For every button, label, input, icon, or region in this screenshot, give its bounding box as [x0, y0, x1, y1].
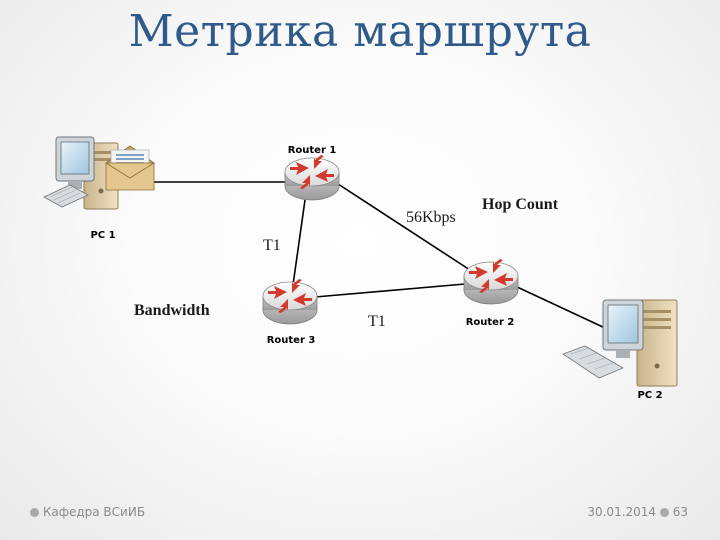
link-router1-router2 — [334, 181, 471, 271]
router1-node: Router 1 — [284, 145, 340, 201]
link-label-router3-router2: T1 — [368, 313, 386, 330]
network-links — [150, 181, 606, 329]
router-icon — [262, 278, 318, 325]
footer-date-page: 30.01.2014 63 — [587, 505, 688, 519]
hop-count-annotation: Hop Count — [482, 196, 559, 213]
router3-node: Router 3 — [262, 278, 318, 346]
bullet-icon — [30, 508, 39, 517]
bullet-icon — [659, 508, 669, 517]
link-router1-router3 — [292, 199, 306, 286]
footer-department-text: Кафедра ВСиИБ — [42, 505, 146, 519]
page-number: 63 — [672, 505, 688, 519]
computer-icon — [562, 299, 678, 387]
link-label-router1-router3: T1 — [263, 237, 281, 254]
pc1-label: PC 1 — [90, 230, 115, 241]
router-icon — [463, 258, 519, 305]
router2-label: Router 2 — [466, 317, 515, 328]
envelope-icon — [104, 145, 156, 191]
router-icon — [284, 154, 340, 201]
footer-department: Кафедра ВСиИБ — [30, 505, 145, 519]
router2-node: Router 2 — [463, 258, 519, 328]
pc2-node: PC 2 — [562, 299, 678, 401]
router3-label: Router 3 — [267, 335, 316, 346]
link-router2-pc2 — [514, 285, 606, 329]
footer-date: 30.01.2014 — [587, 505, 657, 519]
slide-title: Метрика маршрута — [128, 6, 592, 57]
router1-label: Router 1 — [288, 145, 337, 156]
pc2-label: PC 2 — [637, 390, 662, 401]
link-router3-router2 — [314, 283, 466, 298]
pc1-node: PC 1 — [43, 136, 156, 241]
bandwidth-annotation: Bandwidth — [134, 302, 210, 319]
link-label-router1-router2: 56Kbps — [406, 209, 456, 226]
